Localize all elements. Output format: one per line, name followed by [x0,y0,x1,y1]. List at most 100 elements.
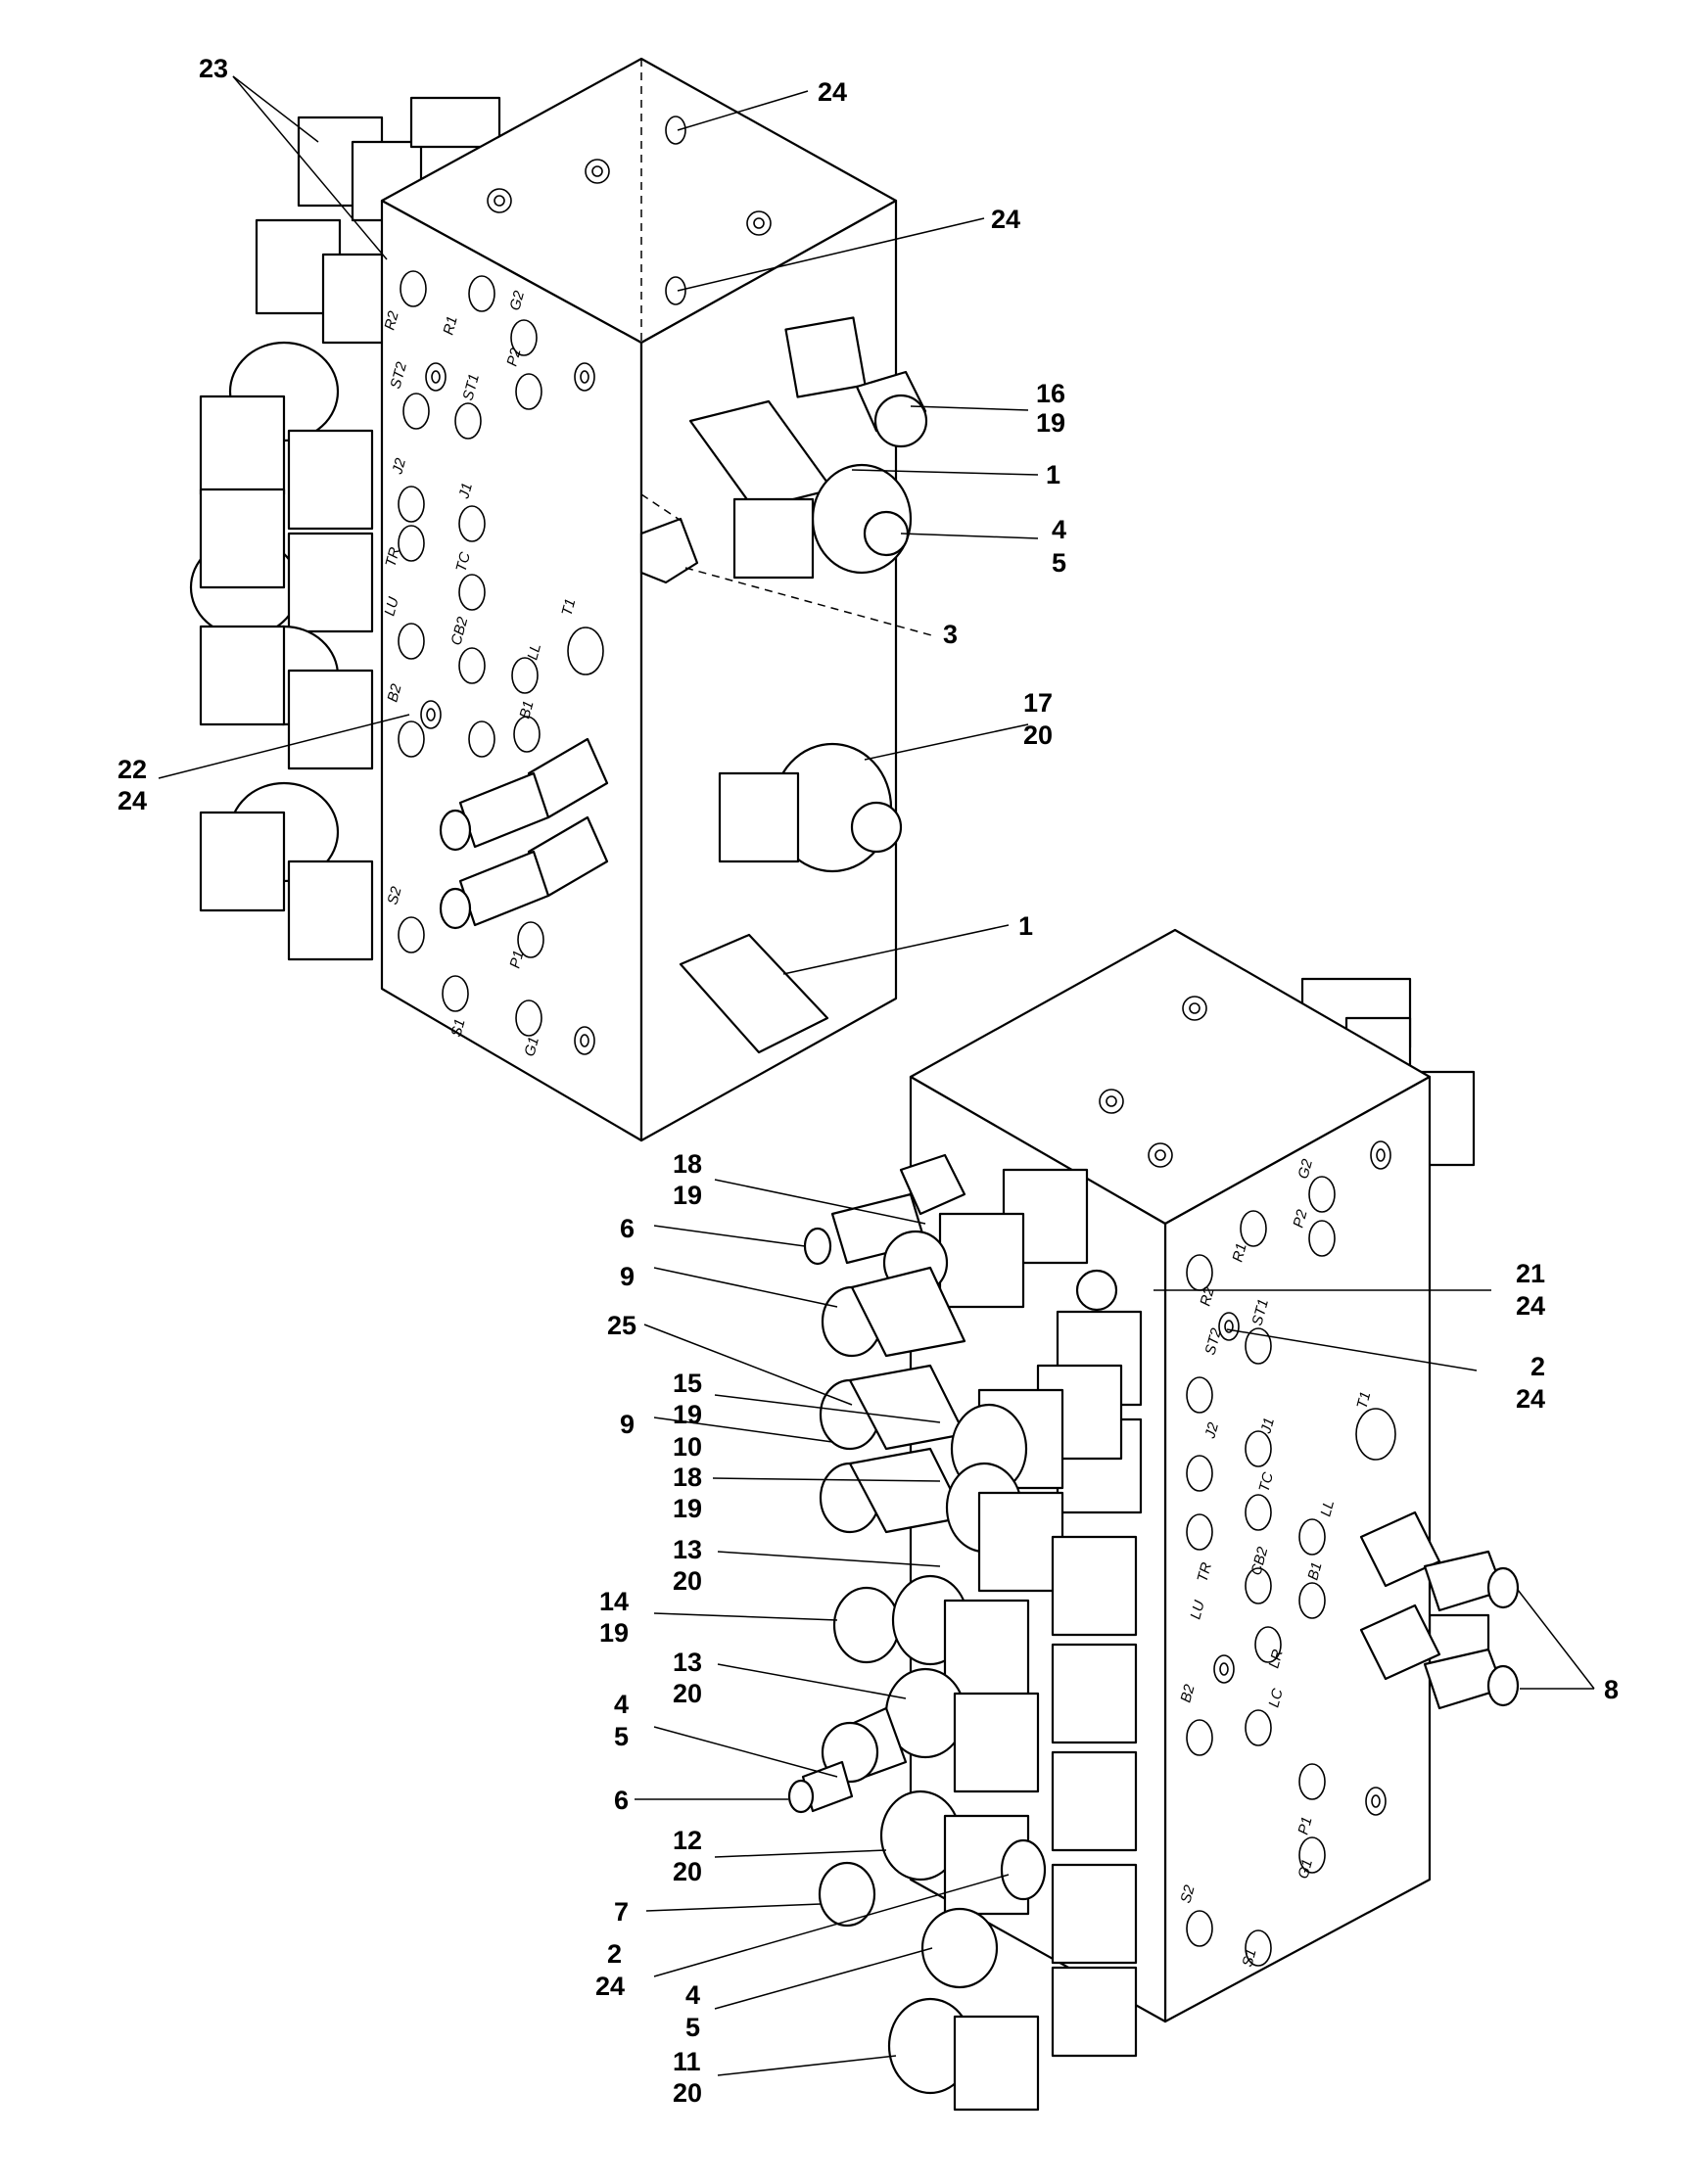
port-label-s2: S2 [1177,1882,1198,1905]
port-label-lu: LU [1187,1599,1207,1621]
callout-2: 2 [1530,1352,1545,1381]
callout-10: 10 [673,1432,702,1462]
port-label-p2: P2 [1290,1207,1310,1230]
port-label-p2: P2 [503,346,524,368]
port-label-ll: LL [524,642,544,663]
callout-24: 24 [1516,1291,1545,1321]
port-label-t1: T1 [1353,1390,1374,1411]
port-label-j1: J1 [1257,1416,1278,1436]
port-label-tc: TC [1255,1470,1277,1494]
upper-relief-cartridges [439,737,609,930]
callout-4: 4 [614,1690,629,1719]
callout-21: 21 [1516,1259,1545,1288]
upper-valve-block: R2 R1 G2 P2 ST2 ST1 J2 J1 TR TC LU CB2 T… [189,57,936,1142]
callout-9: 9 [620,1262,635,1291]
port-label-st1: ST1 [459,372,483,402]
callout-24: 24 [1516,1384,1545,1414]
callout-1: 1 [1046,460,1060,489]
callout-numbers: 23 24 24 16 19 1 4 5 3 17 20 22 24 1 18 … [118,54,1619,2108]
port-label-lu: LU [381,595,401,618]
upper-side-ports [398,270,604,1055]
upper-port-labels: R2 R1 G2 P2 ST2 ST1 J2 J1 TR TC LU CB2 T… [381,289,579,1058]
callout-1: 1 [1018,911,1033,941]
callout-4: 4 [1052,515,1066,544]
callout-3: 3 [943,620,958,649]
callout-16: 16 [1036,379,1065,408]
callout-19: 19 [673,1181,702,1210]
callout-20: 20 [673,1679,702,1708]
port-label-tc: TC [452,550,474,574]
port-label-g1: G1 [1295,1857,1316,1881]
callout-19: 19 [1036,408,1065,438]
port-label-b2: B2 [1177,1682,1198,1704]
callout-24: 24 [818,77,847,107]
port-label-g2: G2 [506,289,528,312]
callout-24: 24 [118,786,147,815]
port-label-st2: ST2 [1201,1325,1225,1357]
upper-rear-solenoids [189,96,501,961]
port-label-j2: J2 [1201,1420,1222,1441]
callout-22: 22 [118,755,147,784]
lower-side-components [787,1153,1143,2112]
port-label-g1: G1 [521,1035,542,1058]
port-label-b1: B1 [516,699,537,720]
port-label-r1: R1 [1229,1241,1249,1264]
port-label-s1: S1 [447,1017,468,1039]
port-label-t1: T1 [558,597,579,618]
callout-20: 20 [673,1857,702,1886]
port-label-tr: TR [1194,1560,1215,1584]
callout-17: 17 [1023,688,1053,718]
port-label-p1: P1 [506,949,527,970]
lower-relief-cartridges [1359,1510,1520,1710]
callout-5: 5 [614,1722,629,1751]
port-label-j1: J1 [455,481,476,501]
port-label-ll: LL [1317,1499,1338,1519]
callout-18: 18 [673,1149,702,1179]
port-label-b1: B1 [1304,1560,1325,1582]
callout-23: 23 [199,54,228,83]
callout-8: 8 [1604,1675,1619,1704]
callout-19: 19 [673,1494,702,1523]
callout-20: 20 [1023,720,1053,750]
callout-18: 18 [673,1463,702,1492]
callout-9: 9 [620,1410,635,1439]
port-label-st1: ST1 [1248,1297,1272,1327]
port-label-st2: ST2 [387,359,410,391]
lower-valve-block: G2 P2 R1 R2 ST1 ST2 T1 J2 J1 TC LL LU TR… [787,928,1520,2112]
callout-13: 13 [673,1535,702,1564]
leader-lines [158,75,1595,2076]
port-label-tr: TR [382,545,403,569]
callout-5: 5 [1052,548,1066,578]
port-label-s2: S2 [384,884,404,906]
callout-13: 13 [673,1648,702,1677]
callout-20: 20 [673,1566,702,1596]
callout-24: 24 [991,205,1020,234]
callout-11: 11 [673,2047,701,2076]
callout-15: 15 [673,1369,702,1398]
port-label-lr: LR [1265,1648,1286,1670]
callout-24: 24 [595,1972,625,2001]
port-label-p1: P1 [1295,1815,1315,1836]
port-label-r2: R2 [381,308,402,332]
callout-4: 4 [685,1980,700,2010]
callout-19: 19 [673,1400,702,1429]
port-label-j2: J2 [389,456,409,477]
port-label-lc: LC [1265,1687,1286,1709]
callout-2: 2 [607,1939,622,1969]
port-label-b2: B2 [384,681,404,704]
port-label-g2: G2 [1295,1157,1316,1181]
lower-front-ports [1186,1140,1396,1967]
upper-front-components [639,316,936,1054]
callout-6: 6 [614,1786,629,1815]
callout-7: 7 [614,1897,629,1927]
callout-5: 5 [685,2013,700,2042]
port-label-s1: S1 [1239,1947,1259,1969]
port-label-r1: R1 [440,314,460,337]
callout-12: 12 [673,1826,702,1855]
callout-6: 6 [620,1214,635,1243]
callout-19: 19 [599,1618,629,1648]
callout-20: 20 [673,2078,702,2108]
callout-14: 14 [599,1587,629,1616]
callout-25: 25 [607,1311,636,1340]
